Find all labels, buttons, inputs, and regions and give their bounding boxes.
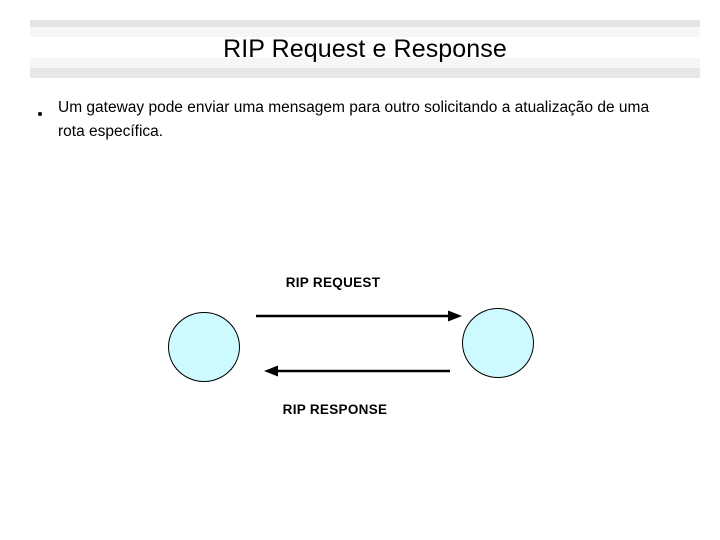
bullet-dot-icon xyxy=(30,96,58,121)
header-band-top-light xyxy=(30,27,700,37)
gateway-node-right xyxy=(462,308,534,378)
request-arrow-icon xyxy=(256,310,462,322)
request-arrow-label: RIP REQUEST xyxy=(285,275,381,290)
header-band-bottom-dark xyxy=(30,68,700,78)
header-band-top-dark xyxy=(30,20,700,27)
rip-exchange-diagram: RIP REQUEST RIP RESPONSE xyxy=(0,265,720,435)
bullet-text: Um gateway pode enviar uma mensagem para… xyxy=(58,99,650,140)
slide-body: Um gateway pode enviar uma mensagem para… xyxy=(30,96,680,144)
response-arrow-label: RIP RESPONSE xyxy=(282,402,388,417)
header-band-bottom-light xyxy=(30,58,700,68)
arrow-layer xyxy=(256,310,462,377)
gateway-node-left xyxy=(168,312,240,382)
response-arrow-icon xyxy=(264,365,450,377)
slide-title-container: RIP Request e Response xyxy=(30,34,700,64)
list-item: Um gateway pode enviar uma mensagem para… xyxy=(30,96,680,144)
page-title: RIP Request e Response xyxy=(223,35,507,63)
